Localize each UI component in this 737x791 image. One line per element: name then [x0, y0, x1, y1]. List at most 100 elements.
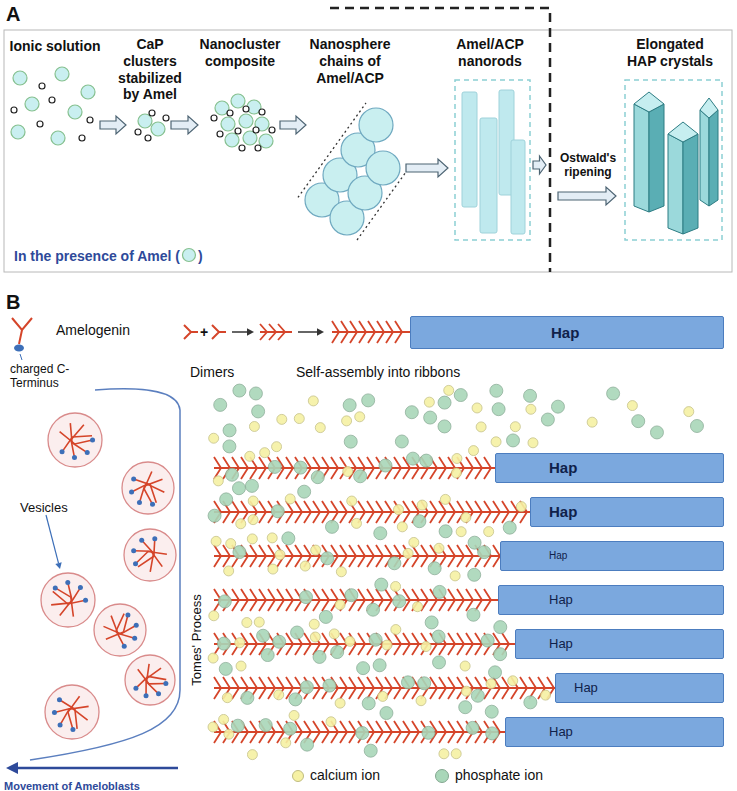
phosphate-ion	[257, 629, 270, 642]
calcium-ion	[684, 407, 694, 417]
panel-letter: A	[6, 2, 20, 26]
ribbon-chevrons	[332, 321, 402, 343]
phosphate-ion	[393, 595, 406, 608]
movement-arrow-head	[6, 762, 18, 774]
phosphate-ion	[468, 536, 481, 549]
arrow-head	[55, 562, 61, 569]
phosphate-ion	[607, 387, 620, 400]
calcium-ion	[434, 543, 444, 553]
phosphate-ion	[245, 479, 258, 492]
stage-label: Elongated HAP crystals	[621, 36, 719, 70]
cap-ion-ring	[87, 117, 93, 123]
phosphate-ion	[406, 452, 419, 465]
phosphate-ion	[401, 676, 414, 689]
vesicle-c-terminus	[52, 710, 57, 715]
condition-note-box: )	[198, 246, 203, 265]
vesicle-c-terminus	[131, 477, 136, 482]
phosphate-ion	[345, 589, 358, 602]
vesicle	[122, 462, 174, 514]
phosphate-ion	[344, 435, 357, 448]
cap-ion-ring	[259, 109, 265, 115]
calcium-ion	[248, 496, 258, 506]
calcium-ion	[213, 476, 223, 486]
phosphate-ion	[364, 744, 377, 757]
calcium-ion	[528, 438, 538, 448]
molecule-part-label-box: charged C-Terminus	[10, 362, 82, 392]
calcium-ion	[587, 417, 597, 427]
phosphate-ion	[223, 440, 236, 453]
vesicle-membrane	[48, 413, 102, 467]
arrow-head	[317, 328, 324, 336]
phosphate-ion	[471, 689, 484, 702]
phosphate-ion	[233, 546, 246, 559]
calcium-ion	[451, 749, 461, 759]
arrow-line	[46, 515, 58, 563]
vesicle-c-terminus	[90, 438, 95, 443]
hap-prism	[700, 98, 718, 206]
phosphate-ion	[503, 521, 516, 534]
vesicle-c-terminus	[60, 449, 65, 454]
vesicle-membrane	[94, 604, 146, 656]
vesicle-c-terminus	[83, 598, 88, 603]
molecule-label-box: Amelogenin	[56, 320, 130, 339]
calcium-ion	[335, 698, 345, 708]
prism-face	[683, 134, 698, 234]
phosphate-ion	[261, 649, 274, 662]
phosphate-ion	[379, 459, 392, 472]
amelogenin-molecule	[184, 325, 198, 339]
phosphate-ion	[541, 413, 554, 426]
phosphate-ion	[433, 656, 446, 669]
calcium-ion	[382, 640, 392, 650]
vesicle-c-terminus	[53, 585, 58, 590]
calcium-ion	[308, 396, 318, 406]
stage-label-box: Nanocluster composite	[192, 36, 288, 70]
condition-note: In the presence of Amel (	[14, 248, 180, 265]
phosphate-ion	[343, 399, 356, 412]
nanorod	[480, 118, 497, 233]
vesicle	[41, 573, 95, 627]
phosphate-ion	[321, 552, 334, 565]
cap-ion-ring	[11, 107, 17, 113]
phosphate-ion	[362, 697, 375, 710]
calcium-ion	[391, 581, 401, 591]
nanosphere	[359, 108, 393, 142]
stage-label-box: Elongated HAP crystals	[621, 36, 719, 70]
cap-ion-ring	[149, 110, 155, 116]
calcium-ion	[294, 414, 304, 424]
arrow-head	[247, 328, 254, 336]
phosphate-ion	[413, 515, 426, 528]
stage-label: Amel/ACP nanorods	[449, 36, 531, 70]
vesicle-c-terminus	[133, 686, 138, 691]
hap-prism	[634, 92, 664, 212]
phosphate-ion	[219, 662, 232, 675]
vesicle-membrane	[41, 573, 95, 627]
ribbon-chevrons	[214, 589, 491, 611]
panel-letter-box: A	[6, 2, 20, 26]
phosphate-ion	[494, 648, 507, 661]
calcium-ion	[315, 423, 325, 433]
calcium-ion	[469, 446, 479, 456]
calcium-ion	[461, 513, 471, 523]
hap-crystal-bar: Hap	[498, 585, 724, 615]
phosphate-ion	[268, 460, 281, 473]
calcium-ion	[219, 714, 229, 724]
calcium-ion	[309, 619, 319, 629]
molecule-part-label: charged C-Terminus	[10, 362, 82, 391]
vesicle-c-terminus	[139, 538, 144, 543]
cap-ion-ring	[49, 97, 55, 103]
vesicle-amelogenin	[138, 539, 155, 567]
phosphate-ion	[422, 726, 435, 739]
vesicle-amelogenin	[142, 540, 154, 572]
calcium-ion	[311, 545, 321, 555]
amelogenin-sphere	[81, 85, 95, 99]
amelogenin-sphere	[221, 117, 235, 131]
phosphate-ion	[331, 646, 344, 659]
vesicle-c-terminus	[134, 623, 139, 628]
calcium-ion	[235, 638, 245, 648]
structure-label-box: Tomes' Process	[186, 594, 205, 685]
amelogenin-molecule	[212, 325, 226, 339]
phosphate-ion	[650, 426, 663, 439]
phosphate-ion	[395, 435, 408, 448]
ribbon-spine	[332, 331, 410, 333]
phosphate-ion	[439, 525, 452, 538]
